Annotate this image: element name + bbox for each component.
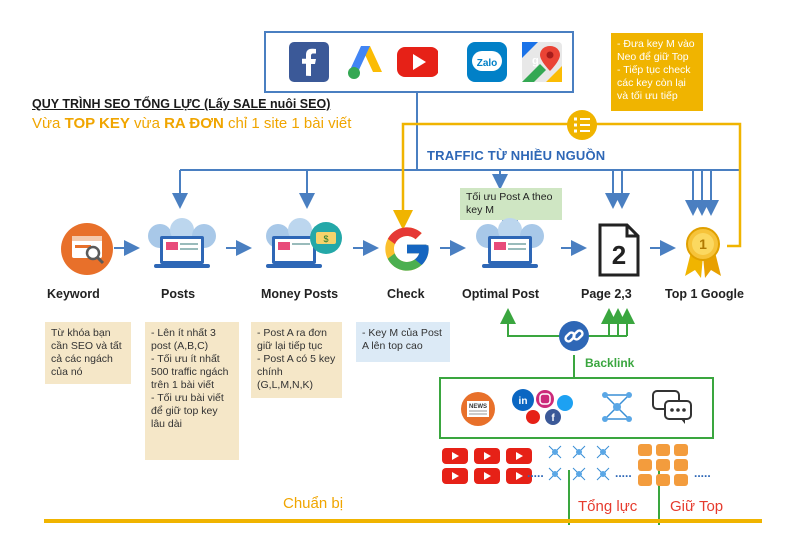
keyword-icon: [60, 222, 114, 281]
facebook-icon: [288, 41, 330, 83]
network-icon: [599, 389, 635, 430]
phase-keep-top: Giữ Top: [670, 498, 724, 515]
news-label: NEWS: [469, 404, 487, 410]
news-icon: NEWS: [459, 391, 497, 432]
traffic-sources-box: Zalo g: [264, 31, 574, 93]
step-label-keyword: Keyword: [47, 287, 100, 301]
step-label-optimal-post: Optimal Post: [462, 287, 540, 301]
check-note: - Key M của Post A lên top cao: [356, 322, 450, 362]
diagram-title: QUY TRÌNH SEO TỔNG LỰC (Lấy SALE nuôi SE…: [32, 97, 331, 111]
youtube-more: .....: [527, 466, 544, 480]
svg-text:g: g: [532, 55, 539, 67]
posts-icon: [140, 218, 224, 281]
youtube-icon: [396, 41, 438, 83]
backlink-label: Backlink: [585, 356, 635, 370]
google-maps-icon: g: [521, 41, 563, 83]
step-label-check: Check: [387, 287, 425, 301]
money-posts-icon: $: [258, 218, 350, 281]
step-label-page-2-3: Page 2,3: [581, 287, 632, 301]
page-number: 2: [612, 240, 626, 270]
checklist-icon: [566, 109, 598, 146]
svg-text:f: f: [551, 413, 555, 424]
backlink-sources-box: NEWS in f: [439, 377, 714, 439]
zalo-label: Zalo: [477, 58, 498, 69]
svg-text:$: $: [323, 234, 328, 244]
blogger-grid: [636, 442, 696, 493]
phase-all-out: Tổng lực: [578, 498, 638, 515]
optimize-note: Tối ưu Post A theo key M: [460, 188, 562, 220]
zalo-icon: Zalo: [466, 41, 508, 83]
step-label-money-posts: Money Posts: [261, 287, 339, 301]
google-check-icon: [381, 223, 433, 280]
phase-prepare: Chuẩn bị: [283, 495, 344, 512]
step-label-top-1-google: Top 1 Google: [665, 287, 744, 301]
page-number-icon: 2: [597, 222, 641, 283]
keyword-note: Từ khóa bạn cần SEO và tất cả các ngách …: [45, 322, 131, 384]
keep-top-note: - Đưa key M vào Neo để giữ Top - Tiếp tụ…: [611, 33, 703, 111]
optimal-post-icon: [468, 218, 552, 281]
blogger-more: .....: [694, 466, 711, 480]
traffic-label: TRAFFIC TỪ NHIỀU NGUỒN: [427, 148, 606, 163]
diagram-subtitle: Vừa TOP KEY vừa RA ĐƠN chỉ 1 site 1 bài …: [32, 115, 352, 132]
google-ads-icon: [344, 41, 386, 83]
posts-note: - Lên ít nhất 3 post (A,B,C) - Tối ưu ít…: [145, 322, 239, 460]
medal-icon: 1: [681, 226, 725, 285]
link-chain-icon: [558, 320, 590, 357]
social-icons: in f: [509, 387, 581, 434]
youtube-grid: [440, 446, 540, 491]
step-label-posts: Posts: [161, 287, 196, 301]
medal-number: 1: [699, 236, 707, 252]
network-grid: [545, 442, 617, 493]
money-posts-note: - Post A ra đơn giữ lại tiếp tục - Post …: [251, 322, 342, 398]
svg-text:in: in: [519, 396, 528, 407]
network-more: .....: [615, 466, 632, 480]
chat-bubbles-icon: [651, 389, 695, 430]
timeline-bar: [44, 519, 762, 523]
